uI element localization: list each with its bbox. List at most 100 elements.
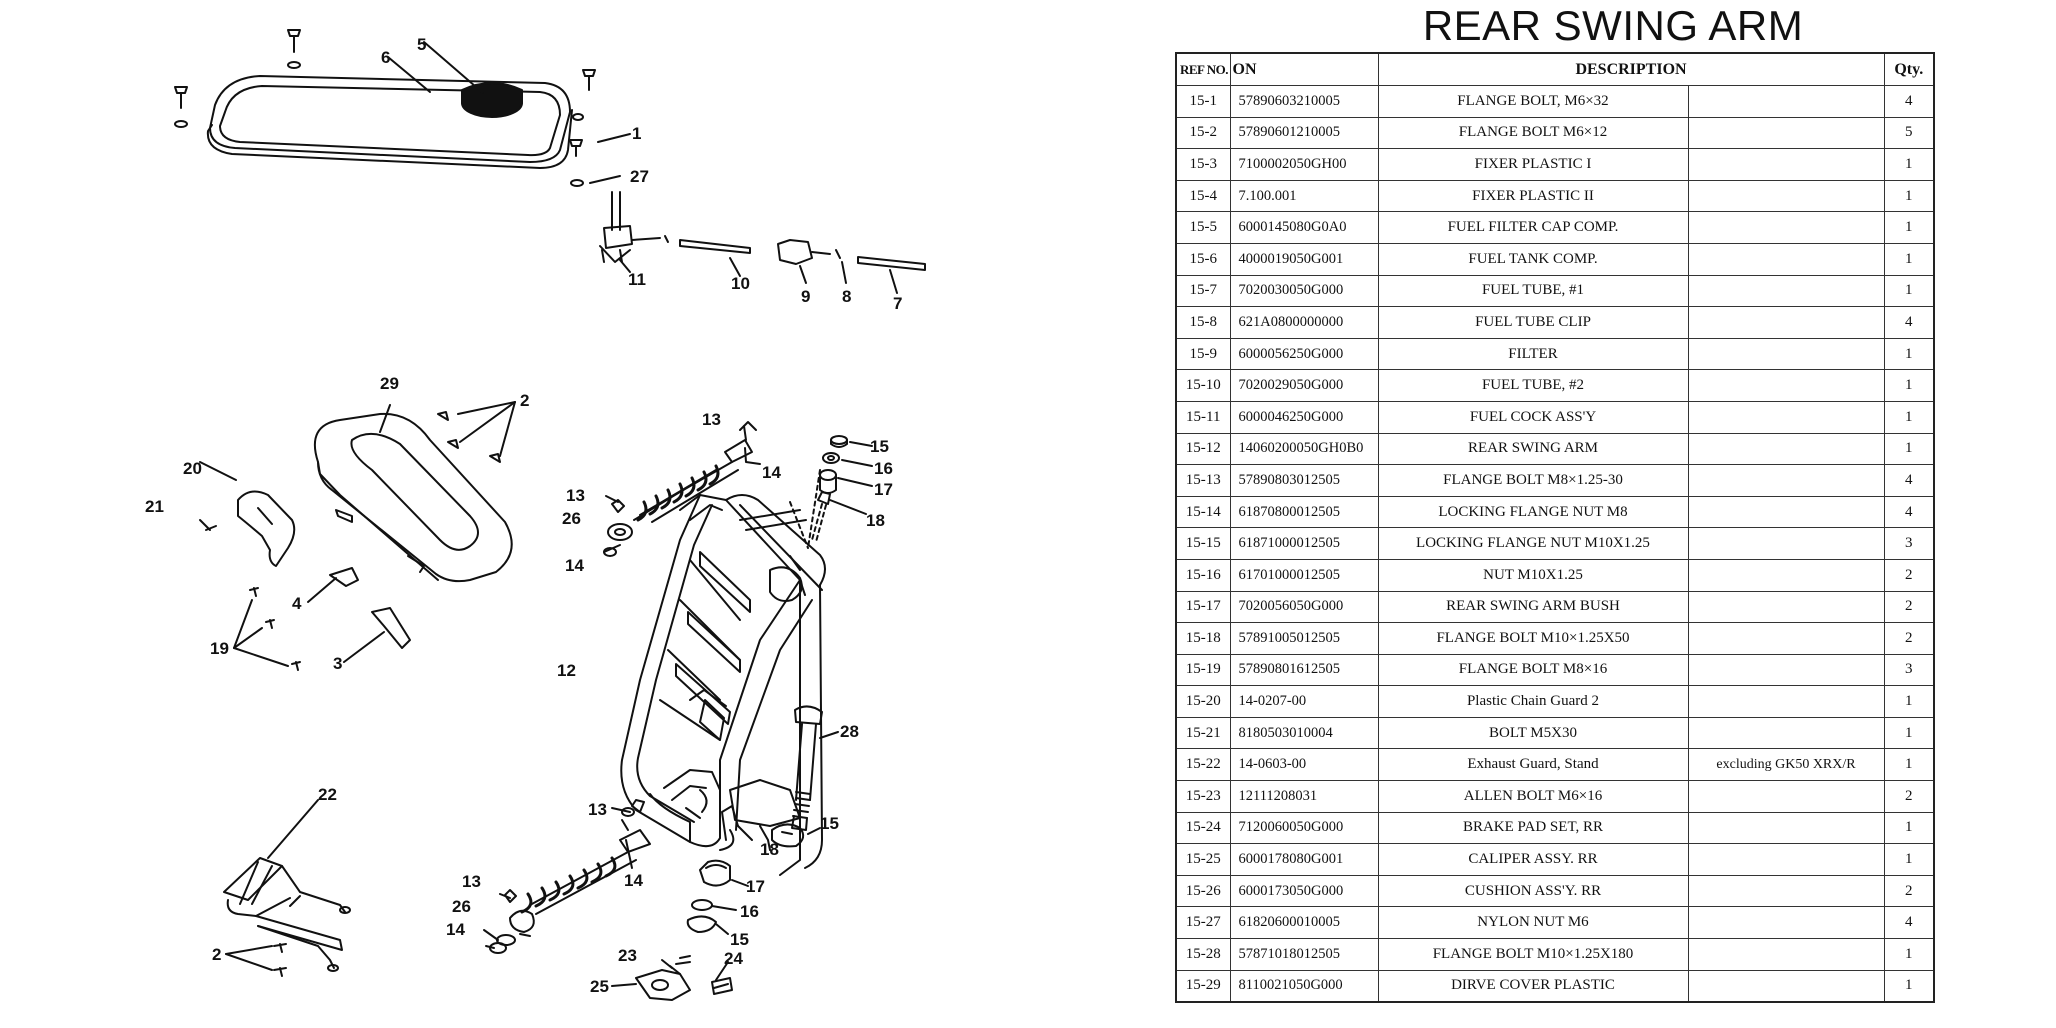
part-number-cell: 6000173050G000 — [1229, 874, 1379, 908]
callout-23: 23 — [618, 946, 637, 965]
callout-1: 1 — [632, 124, 641, 143]
ref-cell: 15-2 — [1175, 116, 1231, 150]
quantity-cell: 1 — [1883, 716, 1935, 750]
chain-guard-drawing — [313, 404, 513, 583]
part-number-cell: 7020056050G000 — [1229, 590, 1379, 624]
description-cell: REAR SWING ARM — [1377, 432, 1689, 466]
description-cell: FIXER PLASTIC I — [1377, 148, 1689, 181]
part-number-cell: 8110021050G000 — [1229, 969, 1379, 1003]
remark-cell — [1687, 527, 1885, 560]
part-number-cell: 57890603210005 — [1229, 85, 1379, 118]
remark-cell — [1687, 116, 1885, 150]
part-number-cell: 57891005012505 — [1229, 622, 1379, 655]
quantity-cell: 1 — [1883, 179, 1935, 213]
callout-24: 24 — [724, 949, 743, 968]
upper-hardware-drawing — [811, 435, 873, 543]
remark-cell — [1687, 716, 1885, 750]
remark-cell — [1687, 306, 1885, 339]
quantity-cell: 2 — [1883, 780, 1935, 813]
remark-cell — [1687, 400, 1885, 434]
remark-cell — [1687, 148, 1885, 181]
callout-14c: 14 — [624, 871, 643, 890]
callout-10: 10 — [731, 274, 750, 293]
callout-22: 22 — [318, 785, 337, 804]
header-part-no: ON — [1229, 52, 1379, 86]
callout-19: 19 — [210, 639, 229, 658]
ref-cell: 15-19 — [1175, 653, 1231, 687]
part-number-cell: 14-0603-00 — [1229, 748, 1379, 782]
remark-cell — [1687, 685, 1885, 718]
description-cell: NYLON NUT M6 — [1377, 906, 1689, 940]
remark-cell — [1687, 780, 1885, 813]
ref-cell: 15-8 — [1175, 306, 1231, 339]
callout-15b: 15 — [820, 814, 839, 833]
description-cell: FIXER PLASTIC II — [1377, 179, 1689, 213]
ref-cell: 15-15 — [1175, 527, 1231, 560]
ref-cell: 15-10 — [1175, 369, 1231, 402]
callout-13a: 13 — [702, 410, 721, 429]
callout-25: 25 — [590, 977, 609, 996]
ref-cell: 15-29 — [1175, 969, 1231, 1003]
callout-28: 28 — [840, 722, 859, 741]
remark-cell — [1687, 874, 1885, 908]
quantity-cell: 2 — [1883, 874, 1935, 908]
part-number-cell: 57890803012505 — [1229, 464, 1379, 497]
callout-17a: 17 — [874, 480, 893, 499]
ref-cell: 15-11 — [1175, 400, 1231, 434]
lower-hardware-drawing — [611, 799, 753, 935]
exploded-parts-diagram: 5 6 1 27 11 10 9 8 7 29 2 20 21 4 19 3 1… — [145, 29, 926, 1001]
part-number-cell: 14-0207-00 — [1229, 685, 1379, 718]
description-cell: BOLT M5X30 — [1377, 716, 1689, 750]
description-cell: CUSHION ASS'Y. RR — [1377, 874, 1689, 908]
callout-27: 27 — [630, 167, 649, 186]
part-number-cell: 7020030050G000 — [1229, 274, 1379, 308]
ref-cell: 15-26 — [1175, 874, 1231, 908]
quantity-cell: 5 — [1883, 116, 1935, 150]
remark-cell — [1687, 369, 1885, 402]
quantity-cell: 2 — [1883, 622, 1935, 655]
fuel-line-drawing — [599, 191, 926, 294]
description-cell: FUEL TUBE, #2 — [1377, 369, 1689, 402]
part-number-cell: 7120060050G000 — [1229, 811, 1379, 845]
callout-labels: 5 6 1 27 11 10 9 8 7 29 2 20 21 4 19 3 1… — [145, 35, 902, 996]
quantity-cell: 1 — [1883, 748, 1935, 782]
quantity-cell: 1 — [1883, 432, 1935, 466]
remark-cell — [1687, 464, 1885, 497]
quantity-cell: 3 — [1883, 653, 1935, 687]
remark-cell — [1687, 85, 1885, 118]
callout-13d: 13 — [462, 872, 481, 891]
description-cell: BRAKE PAD SET, RR — [1377, 811, 1689, 845]
part-number-cell: 61701000012505 — [1229, 558, 1379, 592]
page-title: REAR SWING ARM — [1422, 2, 1804, 49]
callout-21: 21 — [145, 497, 164, 516]
quantity-cell: 2 — [1883, 558, 1935, 592]
callout-14b: 14 — [565, 556, 584, 575]
part-number-cell: 57871018012505 — [1229, 938, 1379, 971]
callout-7: 7 — [893, 294, 902, 313]
part-number-cell: 7.100.001 — [1229, 179, 1379, 213]
description-cell: LOCKING FLANGE NUT M8 — [1377, 495, 1689, 529]
ref-cell: 15-24 — [1175, 811, 1231, 845]
description-cell: LOCKING FLANGE NUT M10X1.25 — [1377, 527, 1689, 560]
part-number-cell: 6000046250G000 — [1229, 400, 1379, 434]
callout-5: 5 — [417, 35, 426, 54]
callout-8: 8 — [842, 287, 851, 306]
quantity-cell: 1 — [1883, 400, 1935, 434]
ref-cell: 15-1 — [1175, 85, 1231, 118]
description-cell: FLANGE BOLT M10×1.25X180 — [1377, 938, 1689, 971]
callout-18a: 18 — [866, 511, 885, 530]
description-cell: FLANGE BOLT, M6×32 — [1377, 85, 1689, 118]
